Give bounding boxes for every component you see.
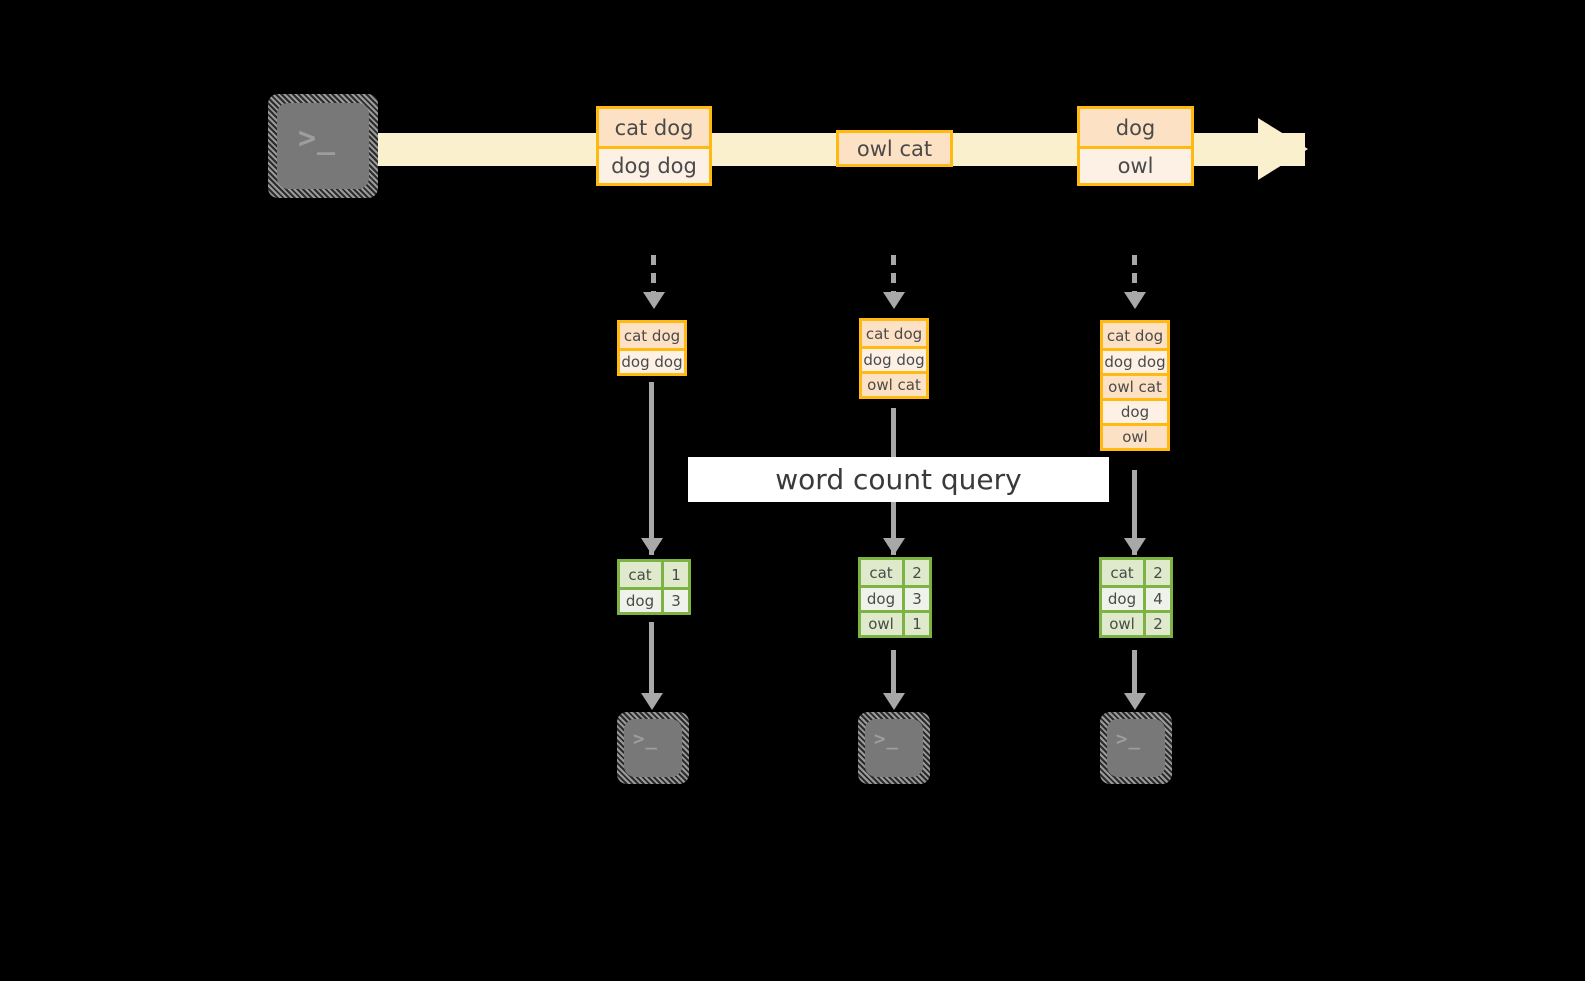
count-cell: 1 bbox=[661, 562, 688, 587]
source-terminal-icon[interactable]: >_ bbox=[268, 94, 378, 198]
accumulation-snapshot-3[interactable]: cat dog dog dog owl cat dog owl bbox=[1100, 320, 1170, 451]
accumulated-line: owl cat bbox=[1103, 373, 1167, 398]
accumulated-line: cat dog bbox=[620, 323, 684, 348]
table-row: cat 2 bbox=[1102, 560, 1170, 585]
sink-arrowhead-2 bbox=[883, 693, 905, 710]
word-cell: cat bbox=[620, 562, 661, 587]
accumulated-line: cat dog bbox=[862, 321, 926, 346]
count-cell: 3 bbox=[902, 588, 929, 610]
event-line: dog bbox=[1080, 109, 1191, 146]
sink-arrowhead-1 bbox=[641, 693, 663, 710]
sink-arrowhead-3 bbox=[1124, 693, 1146, 710]
sink-line-2 bbox=[891, 650, 896, 694]
result-table-2[interactable]: cat 2 dog 3 owl 1 bbox=[858, 557, 932, 638]
accumulation-snapshot-2[interactable]: cat dog dog dog owl cat bbox=[859, 318, 929, 399]
stream-to-snapshot-2-dash bbox=[891, 255, 896, 293]
query-arrowhead-1 bbox=[641, 538, 663, 555]
table-row: owl 1 bbox=[861, 610, 929, 635]
accumulated-line: dog dog bbox=[620, 348, 684, 373]
sink-terminal-3[interactable]: >_ bbox=[1100, 712, 1172, 784]
accumulated-line: dog bbox=[1103, 398, 1167, 423]
query-arrowhead-2 bbox=[883, 538, 905, 555]
count-cell: 4 bbox=[1143, 588, 1170, 610]
word-cell: owl bbox=[861, 613, 902, 635]
stream-event-3[interactable]: dog owl bbox=[1077, 106, 1194, 186]
sink-terminal-2[interactable]: >_ bbox=[858, 712, 930, 784]
query-line-1 bbox=[649, 382, 654, 555]
event-line: owl cat bbox=[839, 133, 950, 164]
sink-line-3 bbox=[1132, 650, 1137, 694]
word-cell: owl bbox=[1102, 613, 1143, 635]
table-row: dog 3 bbox=[620, 587, 688, 612]
accumulated-line: owl bbox=[1103, 423, 1167, 448]
table-row: cat 1 bbox=[620, 562, 688, 587]
terminal-prompt-icon: >_ bbox=[1116, 728, 1141, 750]
query-label: word count query bbox=[688, 457, 1109, 502]
stream-to-snapshot-3-arrowhead bbox=[1124, 292, 1146, 309]
count-cell: 3 bbox=[661, 590, 688, 612]
result-table-3[interactable]: cat 2 dog 4 owl 2 bbox=[1099, 557, 1173, 638]
terminal-prompt-icon: >_ bbox=[874, 728, 899, 750]
event-line: dog dog bbox=[599, 146, 709, 183]
event-line: owl bbox=[1080, 146, 1191, 183]
stream-event-1[interactable]: cat dog dog dog bbox=[596, 106, 712, 186]
word-cell: dog bbox=[620, 590, 661, 612]
table-row: dog 4 bbox=[1102, 585, 1170, 610]
terminal-prompt-icon: >_ bbox=[298, 121, 337, 156]
result-table-1[interactable]: cat 1 dog 3 bbox=[617, 559, 691, 615]
count-cell: 2 bbox=[902, 560, 929, 585]
word-cell: cat bbox=[861, 560, 902, 585]
table-row: owl 2 bbox=[1102, 610, 1170, 635]
word-cell: cat bbox=[1102, 560, 1143, 585]
sink-terminal-1[interactable]: >_ bbox=[617, 712, 689, 784]
count-cell: 2 bbox=[1143, 560, 1170, 585]
table-row: cat 2 bbox=[861, 560, 929, 585]
accumulated-line: dog dog bbox=[1103, 348, 1167, 373]
count-cell: 2 bbox=[1143, 613, 1170, 635]
terminal-prompt-icon: >_ bbox=[633, 728, 658, 750]
count-cell: 1 bbox=[902, 613, 929, 635]
accumulated-line: owl cat bbox=[862, 371, 926, 396]
table-row: dog 3 bbox=[861, 585, 929, 610]
terminal-body bbox=[865, 719, 923, 777]
sink-line-1 bbox=[649, 622, 654, 694]
terminal-body bbox=[1107, 719, 1165, 777]
event-line: cat dog bbox=[599, 109, 709, 146]
stream-to-snapshot-1-dash bbox=[651, 255, 656, 293]
accumulation-snapshot-1[interactable]: cat dog dog dog bbox=[617, 320, 687, 376]
stream-event-2[interactable]: owl cat bbox=[836, 130, 953, 167]
word-cell: dog bbox=[861, 588, 902, 610]
terminal-body bbox=[624, 719, 682, 777]
stream-to-snapshot-1-arrowhead bbox=[643, 292, 665, 309]
stream-to-snapshot-3-dash bbox=[1132, 255, 1137, 293]
accumulated-line: cat dog bbox=[1103, 323, 1167, 348]
accumulated-line: dog dog bbox=[862, 346, 926, 371]
stream-arrow-head bbox=[1258, 118, 1308, 180]
stream-to-snapshot-2-arrowhead bbox=[883, 292, 905, 309]
query-arrowhead-3 bbox=[1124, 538, 1146, 555]
query-line-3 bbox=[1132, 470, 1137, 555]
word-cell: dog bbox=[1102, 588, 1143, 610]
terminal-body bbox=[277, 103, 369, 189]
